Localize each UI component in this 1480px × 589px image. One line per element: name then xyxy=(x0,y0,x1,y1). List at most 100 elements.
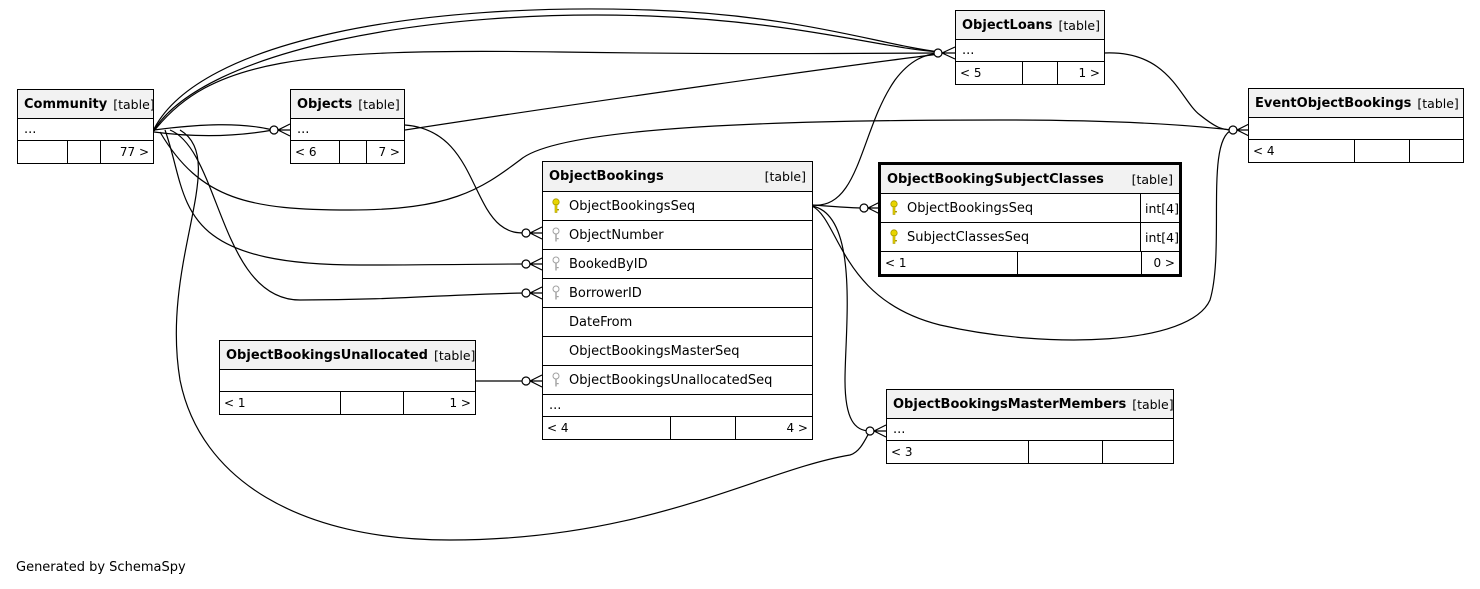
table-kind: [table] xyxy=(764,169,806,184)
table-name: ObjectBookings xyxy=(549,169,664,184)
table-kind: [table] xyxy=(1131,171,1173,187)
table-footer: < 4 4 > xyxy=(543,417,812,439)
parents-count: < 5 xyxy=(960,66,982,80)
mid-cell xyxy=(1022,62,1057,84)
generated-by-label: Generated by SchemaSpy xyxy=(16,560,186,575)
table-kind: [table] xyxy=(1058,17,1100,33)
column-row: DateFrom xyxy=(543,308,812,337)
edge-objectbookings-mastermembers xyxy=(811,205,871,432)
foreign-key-icon xyxy=(552,227,560,242)
edge-objectbookings-objectloans xyxy=(811,52,941,206)
mid-cell xyxy=(670,417,735,439)
primary-key-icon xyxy=(552,198,560,213)
table-name: Community xyxy=(24,96,108,112)
edge-community-objectloans-2 xyxy=(153,14,941,131)
column-row: SubjectClassesSeq int[4] xyxy=(881,223,1179,252)
crowfoot-objectnumber xyxy=(521,226,543,240)
crowfoot-objectloans xyxy=(933,46,956,60)
children-count: 4 > xyxy=(735,417,812,439)
more-columns: ... xyxy=(887,419,1173,441)
mid-cell xyxy=(1028,441,1102,463)
children-count: 1 > xyxy=(403,392,475,414)
table-kind: [table] xyxy=(358,96,400,112)
parents-count xyxy=(18,141,67,163)
mid-cell xyxy=(1354,140,1409,162)
parents-count: < 1 xyxy=(224,396,246,410)
table-objectbookings[interactable]: ObjectBookings[table] ObjectBookingsSeq … xyxy=(542,161,813,440)
edge-objects-objectnumber xyxy=(404,124,527,234)
more-columns: ... xyxy=(956,40,1104,62)
table-objectbookingsunallocated[interactable]: ObjectBookingsUnallocated [table] < 1 1 > xyxy=(219,340,476,415)
edge-community-borrowerid xyxy=(169,129,527,301)
edge-community-bookedbyid xyxy=(164,129,527,266)
table-name: EventObjectBookings xyxy=(1255,95,1412,111)
crowfoot-eventobjectbookings xyxy=(1228,123,1250,137)
table-objectbookingsubjectclasses[interactable]: ObjectBookingSubjectClasses[table] Objec… xyxy=(878,162,1182,277)
crowfoot-borrowerid xyxy=(521,286,543,300)
column-row: ObjectBookingsSeq xyxy=(543,192,812,221)
column-name: BorrowerID xyxy=(569,285,642,301)
column-type: int[4] xyxy=(1140,223,1179,251)
table-name: ObjectBookingsUnallocated xyxy=(226,347,428,363)
column-name: ObjectBookingsSeq xyxy=(569,198,696,214)
edge-community-eventobjectbookings xyxy=(159,119,1233,211)
table-name: ObjectBookingsMasterMembers xyxy=(893,396,1127,412)
table-community[interactable]: Community [table] ... 77 > xyxy=(17,89,155,164)
edge-community-objects xyxy=(153,124,274,131)
crowfoot-bookedbyid xyxy=(521,257,543,271)
parents-count: < 4 xyxy=(547,421,569,435)
column-row: BorrowerID xyxy=(543,279,812,308)
table-kind: [table] xyxy=(433,347,476,363)
column-name: ObjectBookingsUnallocatedSeq xyxy=(569,372,773,388)
crowfoot-unallocatedseq xyxy=(521,374,543,388)
more-columns: ... xyxy=(543,395,812,417)
parents-count: < 4 xyxy=(1253,144,1275,158)
primary-key-icon xyxy=(890,229,898,244)
parents-count: < 3 xyxy=(891,445,913,459)
children-count: 77 > xyxy=(100,141,153,163)
children-count xyxy=(1409,140,1463,162)
foreign-key-icon xyxy=(552,285,560,300)
table-eventobjectbookings[interactable]: EventObjectBookings[table] < 4 xyxy=(1248,88,1464,163)
column-name: ObjectBookingsSeq xyxy=(907,200,1034,216)
table-kind: [table] xyxy=(113,96,155,112)
children-count: 0 > xyxy=(1141,252,1179,274)
column-name: BookedByID xyxy=(569,256,648,272)
table-objectloans[interactable]: ObjectLoans[table] ... < 5 1 > xyxy=(955,10,1105,85)
column-name: SubjectClassesSeq xyxy=(907,229,1030,245)
mid-cell xyxy=(67,141,100,163)
table-footer: < 4 xyxy=(1249,140,1463,162)
table-objects[interactable]: Objects[table] ... < 6 7 > xyxy=(290,89,405,164)
table-footer: < 1 0 > xyxy=(881,252,1179,274)
column-row: BookedByID xyxy=(543,250,812,279)
column-row: ObjectBookingsUnallocatedSeq xyxy=(543,366,812,395)
column-row: ObjectBookingsSeq int[4] xyxy=(881,194,1179,223)
column-name: DateFrom xyxy=(569,314,633,330)
parents-count: < 1 xyxy=(885,256,907,270)
table-footer: < 1 1 > xyxy=(220,392,475,414)
table-footer: < 3 xyxy=(887,441,1173,463)
parents-count: < 6 xyxy=(295,145,317,159)
mid-cell xyxy=(340,392,403,414)
children-count: 1 > xyxy=(1057,62,1104,84)
crowfoot-objects xyxy=(269,123,291,137)
foreign-key-icon xyxy=(552,256,560,271)
table-name: Objects xyxy=(297,96,353,112)
more-columns: ... xyxy=(18,119,153,141)
edge-community-objects-2 xyxy=(153,129,274,137)
foreign-key-icon xyxy=(552,372,560,387)
column-name: ObjectBookingsMasterSeq xyxy=(569,343,740,359)
empty-row xyxy=(1249,118,1463,140)
edge-community-mastermembers xyxy=(175,129,871,541)
mid-cell xyxy=(1017,252,1141,274)
column-name: ObjectNumber xyxy=(569,227,664,243)
edge-objectloans-eventobjectbookings xyxy=(1103,52,1233,131)
edge-community-objectloans xyxy=(153,8,941,130)
column-row: ObjectBookingsMasterSeq xyxy=(543,337,812,366)
table-objectbookingsmastermembers[interactable]: ObjectBookingsMasterMembers [table] ... <… xyxy=(886,389,1174,464)
edge-community-objectloans-3 xyxy=(153,50,941,132)
mid-cell xyxy=(339,141,366,163)
table-kind: [table] xyxy=(1132,396,1174,412)
